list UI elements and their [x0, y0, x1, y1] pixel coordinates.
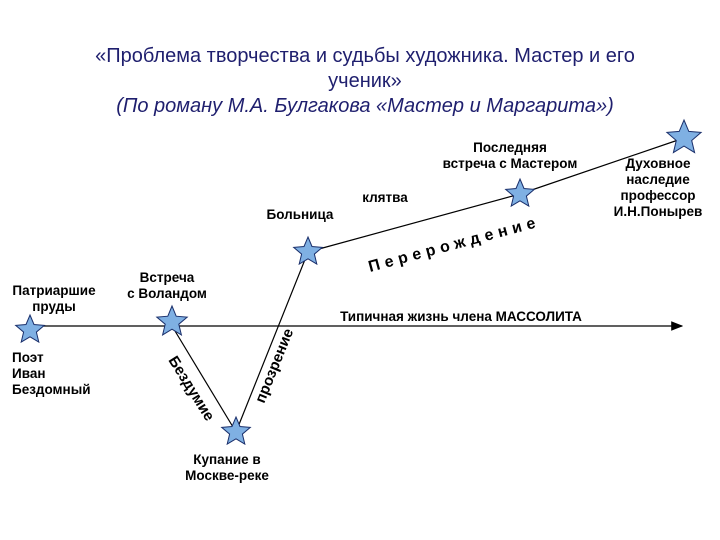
path-segment-final — [519, 137, 685, 195]
title-subtitle: (По роману М.А. Булгакова «Мастер и Марг… — [116, 95, 614, 117]
path-segment-pererozhdenie — [307, 193, 521, 253]
diagram-title: «Проблема творчества и судьбы художника.… — [60, 44, 670, 119]
label-bolnitsa: Больница — [266, 207, 334, 222]
star-marker-poslednyaya — [504, 177, 536, 208]
path-segment-prozrenie — [235, 251, 309, 433]
title-line-2: ученик» — [328, 70, 402, 92]
star-marker-kupanie — [220, 415, 252, 446]
label-tipichnaya: Типичная жизнь члена МАССОЛИТА — [340, 309, 582, 324]
label-vstrecha: Встреча с Воландом — [127, 270, 207, 301]
label-poslednyaya: Последняя встреча с Мастером — [442, 140, 578, 171]
label-klyatva: клятва — [362, 190, 408, 205]
label-dukhovnoe: Духовное наследие профессор И.Н.Понырев — [613, 156, 703, 219]
star-marker-bolnitsa — [292, 235, 324, 266]
label-patriarshie: Патриаршие пруды — [12, 283, 96, 314]
star-marker-patriarshie — [14, 313, 46, 344]
title-line-1: «Проблема творчества и судьбы художника.… — [95, 45, 635, 67]
label-poet: Поэт Иван Бездомный — [12, 350, 91, 397]
label-kupanie: Купание в Москве-реке — [185, 452, 269, 483]
label-pererozhdenie: Перерождение — [367, 214, 543, 276]
path-segment-bezdumie — [171, 325, 237, 433]
star-marker-dukhovnoe — [665, 118, 703, 154]
label-prozrenie: прозрение — [252, 326, 297, 405]
star-marker-vstrecha — [155, 304, 189, 336]
